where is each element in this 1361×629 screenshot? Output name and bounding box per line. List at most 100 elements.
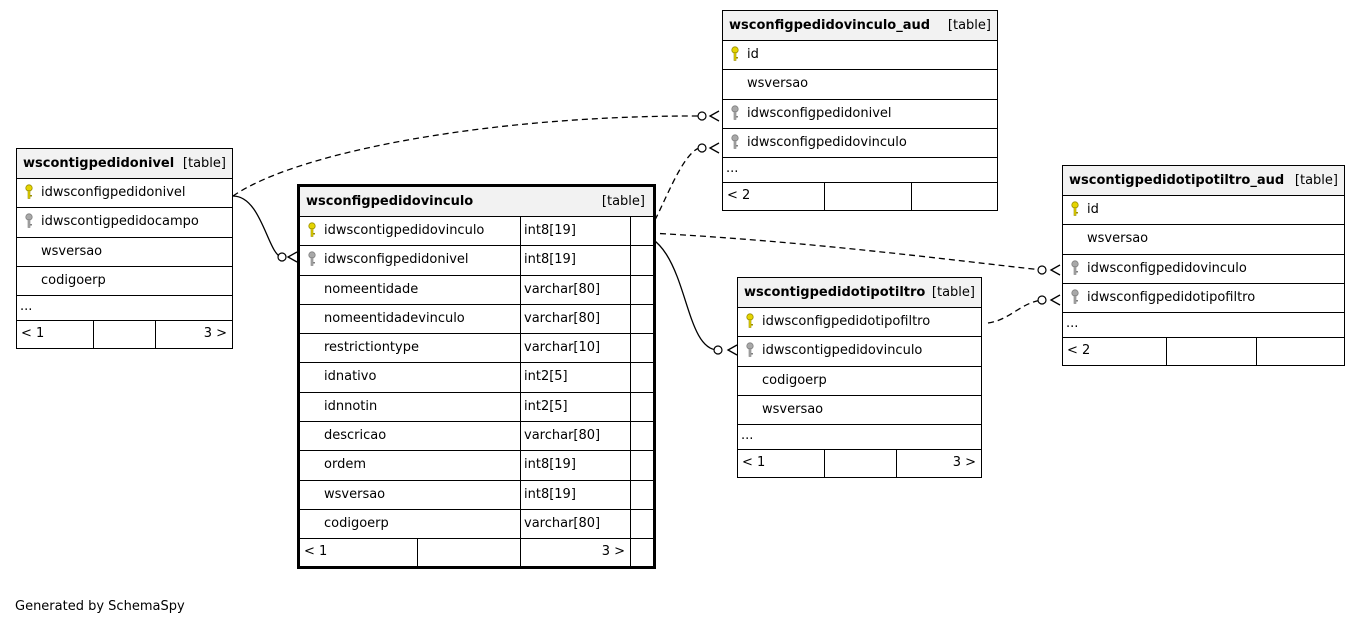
column-spacer: [630, 451, 653, 480]
column-type: int8[19]: [520, 480, 630, 509]
footer-spacer: [630, 539, 653, 567]
column-name: idnnotin: [324, 398, 378, 414]
column-type: int2[5]: [520, 392, 630, 422]
column-name: idwsconfigpedidonivel: [324, 252, 469, 268]
column-name: ordem: [324, 457, 366, 473]
footer-middle: [417, 539, 520, 567]
table-name: wscontigpedidonivel: [23, 156, 175, 171]
footer-children: [1256, 338, 1344, 366]
footer-parents[interactable]: < 1: [742, 455, 766, 471]
foreign-key-icon: [745, 342, 755, 362]
table-header: wscontigpedidotipotiltro_aud [table]: [1063, 166, 1344, 196]
column-name: idwscontigpedidocampo: [41, 214, 199, 230]
relation-vinculo-to-vinculo-aud: [654, 146, 703, 221]
column-row[interactable]: idwsconfigpedidotipofiltro: [1063, 284, 1344, 314]
column-row[interactable]: wsversao: [17, 238, 232, 267]
table-wscontigpedidonivel[interactable]: wscontigpedidonivel [table] idwsconfigpe…: [16, 148, 233, 350]
column-row[interactable]: wsversao: [723, 70, 997, 100]
column-name: wsversao: [1087, 231, 1149, 247]
column-row[interactable]: idwsconfigpedidonivel int8[19]: [300, 246, 653, 276]
column-name: id: [1087, 202, 1099, 217]
column-name: wsversao: [41, 243, 103, 259]
table-name: wsconfigpedidovinculo_aud: [729, 18, 931, 33]
column-type: varchar[10]: [520, 334, 630, 363]
table-name: wsconfigpedidovinculo: [306, 194, 474, 209]
relation-tipofiltro-to-tipofiltro-aud: [987, 299, 1043, 324]
column-name: nomeentidadevinculo: [324, 310, 465, 326]
column-row[interactable]: id: [723, 41, 997, 71]
column-row[interactable]: idwscontigpedidocampo: [17, 208, 232, 238]
column-row[interactable]: ordem int8[19]: [300, 451, 653, 481]
footer-children[interactable]: 3 >: [520, 539, 630, 567]
column-row[interactable]: codigoerp: [17, 267, 232, 297]
column-row[interactable]: wsversao int8[19]: [300, 480, 653, 510]
primary-key-icon: [24, 184, 34, 204]
foreign-key-icon: [24, 213, 34, 233]
column-type: int8[19]: [520, 451, 630, 480]
footer-middle: [824, 183, 911, 211]
table-wscontigpedidotipotiltro[interactable]: wscontigpedidotipotiltro [table] idwscon…: [737, 277, 982, 479]
column-type: int8[19]: [520, 246, 630, 275]
primary-key-icon: [745, 313, 755, 333]
column-spacer: [630, 392, 653, 422]
footer-middle: [1166, 338, 1256, 366]
column-spacer: [630, 509, 653, 539]
column-row[interactable]: idwsconfigpedidovinculo: [723, 129, 997, 159]
column-name: nomeentidade: [324, 281, 419, 297]
column-row[interactable]: codigoerp: [738, 367, 981, 396]
column-type: varchar[80]: [520, 422, 630, 451]
table-tag: [table]: [947, 18, 991, 33]
table-wsconfigpedidovinculo[interactable]: wsconfigpedidovinculo [table] idwscontig…: [297, 184, 656, 570]
table-header: wsconfigpedidovinculo_aud [table]: [723, 11, 997, 41]
column-row[interactable]: idwscontigpedidovinculo int8[19]: [300, 217, 653, 247]
footer-parents[interactable]: < 1: [21, 326, 45, 342]
more-columns: ...: [1063, 313, 1344, 339]
table-tag: [table]: [931, 285, 975, 300]
column-spacer: [630, 480, 653, 509]
column-row[interactable]: idwscontigpedidovinculo: [738, 337, 981, 367]
footer-children[interactable]: 3 >: [896, 450, 981, 478]
foreign-key-icon: [1070, 259, 1080, 280]
column-row[interactable]: wsversao: [1063, 225, 1344, 255]
column-spacer: [630, 304, 653, 334]
footer-parents[interactable]: < 2: [1067, 343, 1091, 359]
column-name: idwscontigpedidovinculo: [324, 223, 485, 238]
footer-children[interactable]: 3 >: [155, 321, 232, 349]
column-type: varchar[80]: [520, 304, 630, 334]
column-name: codigoerp: [324, 515, 389, 531]
column-name: idwsconfigpedidovinculo: [1087, 260, 1247, 276]
table-header: wsconfigpedidovinculo [table]: [300, 187, 653, 217]
column-row[interactable]: idwsconfigpedidonivel: [17, 179, 232, 209]
column-type: int8[19]: [520, 217, 630, 246]
column-name: idwsconfigpedidovinculo: [747, 134, 907, 150]
column-row[interactable]: id: [1063, 196, 1344, 226]
column-name: idwscontigpedidovinculo: [762, 343, 923, 359]
column-row[interactable]: nomeentidade varchar[80]: [300, 275, 653, 305]
foreign-key-icon: [307, 251, 317, 271]
column-type: varchar[80]: [520, 275, 630, 304]
column-type: int2[5]: [520, 363, 630, 392]
column-row[interactable]: idwsconfigpedidotipofiltro: [738, 308, 981, 338]
table-header: wscontigpedidotipotiltro [table]: [738, 278, 981, 308]
foreign-key-icon: [730, 104, 740, 125]
column-row[interactable]: idwsconfigpedidonivel: [723, 100, 997, 129]
column-row[interactable]: wsversao: [738, 396, 981, 426]
column-spacer: [630, 363, 653, 392]
column-row[interactable]: idwsconfigpedidovinculo: [1063, 255, 1344, 284]
primary-key-icon: [1070, 201, 1080, 221]
column-spacer: [630, 217, 653, 246]
table-footer: < 1 3 >: [738, 450, 981, 478]
column-row[interactable]: idnnotin int2[5]: [300, 392, 653, 423]
footer-parents[interactable]: < 1: [304, 544, 328, 560]
footer-parents[interactable]: < 2: [727, 188, 751, 204]
table-footer: < 1 3 >: [300, 539, 653, 567]
column-name: wsversao: [324, 486, 386, 502]
column-row[interactable]: nomeentidadevinculo varchar[80]: [300, 304, 653, 335]
